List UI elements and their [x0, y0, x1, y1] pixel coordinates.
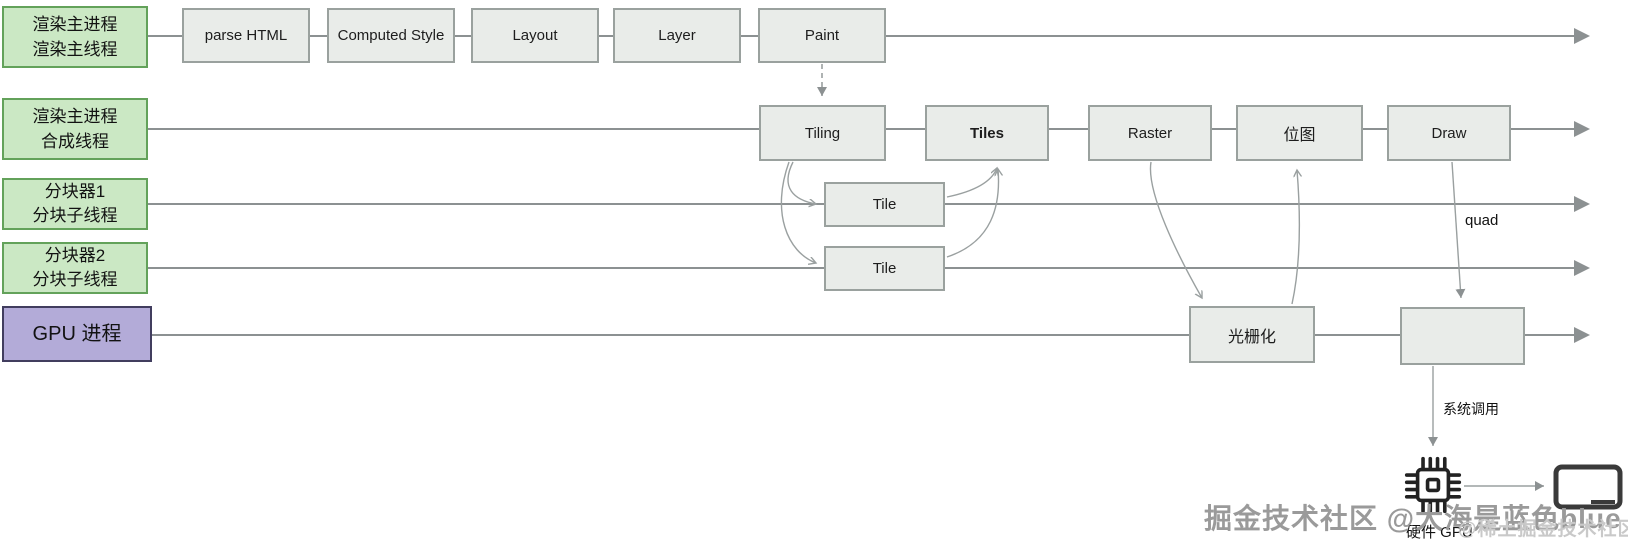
system-call-label: 系统调用	[1443, 401, 1499, 417]
node-layer: Layer	[613, 8, 741, 63]
node-paint: Paint	[758, 8, 886, 63]
lane-arrow-icon	[1574, 260, 1590, 276]
lane-label-render-main-thread: 渲染主进程 渲染主线程	[2, 6, 148, 68]
node-tile-2: Tile	[824, 246, 945, 291]
lane-label-text: 渲染主进程	[32, 14, 118, 34]
node-tile-1: Tile	[824, 182, 945, 227]
lane-arrow-icon	[1574, 28, 1590, 44]
node-tiles: Tiles	[925, 105, 1049, 161]
connector-draw-to-gpu-output	[1451, 161, 1466, 299]
lane-label-text: 渲染主进程	[32, 106, 118, 126]
lane-label-text: 分块器1	[44, 182, 106, 202]
lane-label-tiler-2: 分块器2 分块子线程	[2, 242, 148, 294]
lane-label-compositor-thread: 渲染主进程 合成线程	[2, 98, 148, 160]
lane-arrow-icon	[1574, 121, 1590, 137]
lane-label-text: GPU 进程	[32, 323, 122, 345]
connector-raster-to-rasterize	[1149, 161, 1202, 298]
connector-tiling-to-tile2	[780, 161, 816, 263]
lane-label-text: 分块子线程	[32, 270, 118, 289]
connector-rasterize-to-bitmap	[1291, 170, 1299, 305]
watermark-author: 掘金技术社区 @大海是蓝色blue	[1204, 503, 1622, 534]
lane-label-tiler-1: 分块器1 分块子线程	[2, 178, 148, 230]
node-draw: Draw	[1387, 105, 1511, 161]
gpu-chip-icon	[1404, 456, 1462, 514]
node-computed-style: Computed Style	[327, 8, 455, 63]
lane-label-text: 渲染主线程	[32, 40, 118, 59]
monitor-icon	[1553, 464, 1623, 510]
node-parse-html: parse HTML	[182, 8, 310, 63]
connector-tile2-to-tiles	[946, 169, 999, 258]
hardware-gpu-label: 硬件 GPU	[1406, 524, 1473, 541]
lane-line-gpu-process	[152, 334, 1574, 336]
lane-arrow-icon	[1574, 196, 1590, 212]
node-rasterize: 光栅化	[1189, 306, 1315, 363]
node-bitmap: 位图	[1236, 105, 1363, 161]
watermark-community: @稀土掘金技术社区	[1458, 519, 1628, 540]
connector-tile1-to-tiles	[946, 168, 997, 198]
lane-label-text: 分块子线程	[32, 206, 118, 225]
lane-label-text: 合成线程	[41, 132, 109, 151]
node-gpu-output	[1400, 307, 1525, 365]
quad-label: quad	[1465, 212, 1499, 229]
lane-label-text: 分块器2	[44, 246, 106, 266]
node-raster: Raster	[1088, 105, 1212, 161]
node-tiling: Tiling	[759, 105, 886, 161]
lane-label-gpu-process: GPU 进程	[2, 306, 152, 362]
connector-tiling-to-tile1	[787, 161, 816, 204]
node-layout: Layout	[471, 8, 599, 63]
lane-arrow-icon	[1574, 327, 1590, 343]
